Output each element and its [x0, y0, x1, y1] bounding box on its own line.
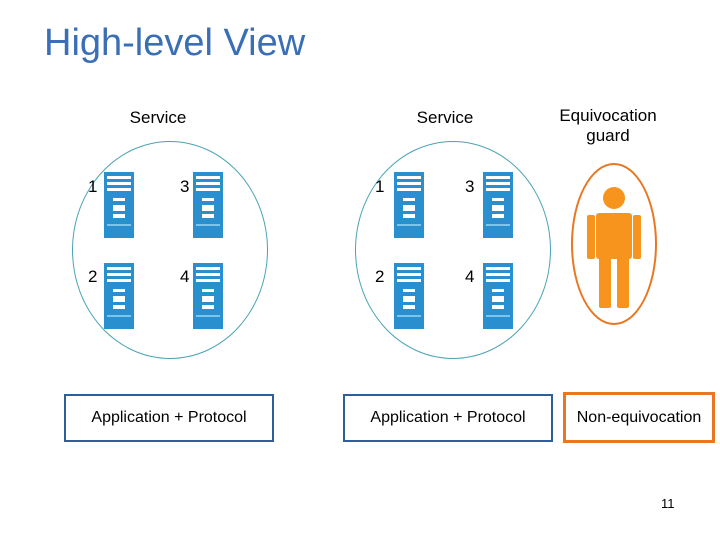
equivocation-guard-label: Equivocation guard — [548, 106, 668, 146]
left-service-label: Service — [129, 108, 187, 127]
right-server-2-label: 2 — [375, 267, 385, 286]
right-server-4-label: 4 — [465, 267, 475, 286]
non-equivocation-box: Non-equivocation — [563, 392, 715, 443]
right-service-label: Service — [416, 108, 474, 127]
left-service-circle — [72, 141, 268, 359]
left-server-4-label: 4 — [180, 267, 190, 286]
right-server-1-label: 1 — [375, 177, 385, 196]
left-server-3-label: 3 — [180, 177, 190, 196]
right-server-2-icon — [394, 263, 424, 329]
left-server-1-label: 1 — [88, 177, 98, 196]
left-server-2-label: 2 — [88, 267, 98, 286]
person-icon — [587, 187, 641, 308]
right-service-circle — [355, 141, 551, 359]
guard-label-line1: Equivocation — [559, 106, 657, 125]
left-server-2-icon — [104, 263, 134, 329]
left-server-1-icon — [104, 172, 134, 238]
right-server-1-icon — [394, 172, 424, 238]
page-title: High-level View — [44, 22, 306, 64]
left-server-3-icon — [193, 172, 223, 238]
right-server-4-icon — [483, 263, 513, 329]
guard-label-line2: guard — [586, 126, 630, 145]
right-protocol-box: Application + Protocol — [343, 394, 553, 442]
page-number: 11 — [661, 496, 675, 511]
left-protocol-box: Application + Protocol — [64, 394, 274, 442]
guard-ellipse — [571, 163, 657, 325]
right-server-3-label: 3 — [465, 177, 475, 196]
right-server-3-icon — [483, 172, 513, 238]
left-server-4-icon — [193, 263, 223, 329]
